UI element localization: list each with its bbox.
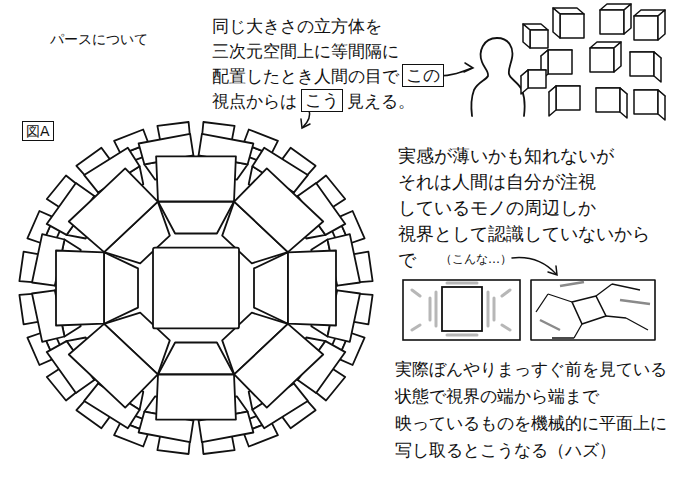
thumbnail-frame: [403, 280, 520, 340]
cube-side: [624, 4, 631, 34]
figure-tag: 図A: [22, 121, 54, 141]
cube-front: [590, 48, 614, 72]
cube-side: [521, 70, 528, 94]
cube-sphere: [19, 122, 372, 454]
cube-front: [634, 16, 658, 40]
thumbnail-wide: [531, 280, 655, 340]
cube-front: [56, 251, 104, 326]
leader-arrow: [512, 258, 556, 274]
cube-front: [156, 156, 236, 201]
cube-front: [69, 168, 158, 252]
cube-front: [556, 86, 580, 110]
cube-side: [254, 252, 288, 323]
note-text: 視点からは: [212, 89, 297, 114]
explanation-text: 実際ぼんやりまっすぐ前を見ている 状態で視界の端から端まで 映っているものを機械…: [395, 356, 673, 464]
cube-side: [620, 88, 627, 118]
cube-side: [658, 90, 665, 120]
cube-front: [234, 168, 323, 252]
note-text: 見える。: [347, 89, 415, 114]
cube-side: [549, 86, 556, 116]
cube-front: [560, 14, 584, 38]
cube-side: [158, 343, 234, 375]
cube-front: [634, 90, 658, 114]
cube-front: [156, 375, 236, 420]
highlight-box: この: [402, 64, 444, 87]
cube-front: [548, 50, 572, 74]
cube-side: [658, 10, 665, 40]
focus-square: [442, 287, 482, 331]
cube-front: [69, 324, 158, 408]
blur-edge: [412, 290, 510, 330]
box-text: 図A: [26, 123, 50, 139]
cube-side: [614, 42, 621, 72]
cube-front: [234, 324, 323, 408]
cube-front: [630, 52, 654, 76]
blur-edge: [540, 282, 650, 330]
thumbnail-frame: [531, 280, 655, 340]
cube-side: [553, 8, 560, 38]
cube-front: [288, 251, 336, 326]
center-cube: [153, 248, 239, 329]
cube-front: [530, 30, 548, 48]
cube-side: [104, 252, 138, 323]
viewer-outline: [471, 38, 497, 116]
heading: パースについて: [50, 30, 148, 48]
arrow-head: [548, 266, 557, 275]
cube-front: [596, 88, 620, 112]
explanation-text: 実感が薄いかも知れないが それは人間は自分が注視 しているモノの周辺しか 視界と…: [398, 143, 660, 273]
cube-front: [600, 10, 624, 34]
blur-edge: [436, 283, 488, 335]
arrow-head: [301, 119, 310, 128]
box-text: この: [406, 65, 440, 85]
aside-text: （こんな…）: [440, 251, 512, 267]
cube-edge: [536, 284, 648, 338]
highlight-box: こう: [301, 89, 343, 112]
cube-side: [158, 202, 234, 234]
cube-side: [523, 24, 530, 48]
cube-side: [654, 52, 661, 82]
cube-grid: [521, 4, 665, 120]
arrow-head: [464, 63, 473, 72]
note-text: 同じ大きさの立方体を 三次元空間上に等間隔に 配置したとき人間の目で: [212, 14, 408, 89]
cube-front: [528, 70, 546, 88]
cube-face: [572, 296, 606, 324]
box-text: こう: [305, 90, 339, 110]
viewer-figure: [471, 38, 524, 116]
thumbnail-focus: [403, 280, 520, 340]
